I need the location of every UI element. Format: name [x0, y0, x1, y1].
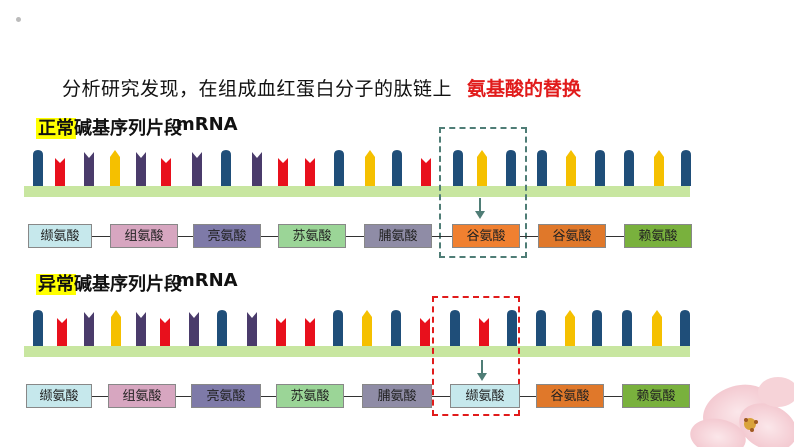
abnormal-peptide-bond [432, 396, 450, 397]
abnormal-amino-box: 亮氨酸 [191, 384, 261, 408]
abnormal-base [57, 318, 67, 346]
normal-base [278, 158, 288, 186]
normal-base [84, 152, 94, 186]
normal-peptide-bond [261, 236, 278, 237]
abnormal-peptide-bond [604, 396, 622, 397]
abnormal-amino-box: 赖氨酸 [622, 384, 690, 408]
normal-peptide-bond [606, 236, 624, 237]
normal-base [33, 150, 43, 186]
abnormal-amino-box: 脯氨酸 [362, 384, 432, 408]
intro-overlay-red: 氨基酸的替换 [467, 78, 582, 100]
normal-base [136, 152, 146, 186]
normal-base [365, 150, 375, 186]
normal-base [537, 150, 547, 186]
flower-decoration-icon [690, 377, 794, 447]
normal-base [192, 152, 202, 186]
normal-base [221, 150, 231, 186]
normal-peptide-bond [432, 236, 452, 237]
normal-base [421, 158, 431, 186]
abnormal-base [592, 310, 602, 346]
abnormal-base [362, 310, 372, 346]
normal-base [624, 150, 634, 186]
normal-label: 正常碱基序列片段 [36, 114, 182, 140]
normal-base [305, 158, 315, 186]
abnormal-base [247, 312, 257, 346]
normal-mrna-overlay: mRNA [176, 114, 238, 135]
normal-base [334, 150, 344, 186]
abnormal-highlight-box [432, 296, 520, 416]
normal-base [252, 152, 262, 186]
abnormal-peptide-bond [176, 396, 191, 397]
abnormal-base [652, 310, 662, 346]
normal-amino-box: 脯氨酸 [364, 224, 432, 248]
normal-rest: 碱基序列片段 [74, 118, 182, 139]
abnormal-base [536, 310, 546, 346]
normal-base [654, 150, 664, 186]
abnormal-down-arrow-icon [477, 360, 487, 381]
abnormal-peptide-bond [520, 396, 536, 397]
abnormal-strand-bar [24, 346, 690, 357]
normal-peptide-bond [92, 236, 110, 237]
normal-base [681, 150, 691, 186]
abnormal-amino-box: 谷氨酸 [536, 384, 604, 408]
abnormal-base [622, 310, 632, 346]
normal-amino-box: 苏氨酸 [278, 224, 346, 248]
normal-down-arrow-icon [475, 198, 485, 219]
normal-peptide-bond [178, 236, 193, 237]
abnormal-peptide-bond [261, 396, 276, 397]
abnormal-base [305, 318, 315, 346]
abnormal-base [189, 312, 199, 346]
abnormal-base [276, 318, 286, 346]
normal-base [110, 150, 120, 186]
abnormal-base [680, 310, 690, 346]
normal-highlight: 正常 [36, 118, 76, 139]
abnormal-peptide-bond [92, 396, 108, 397]
decor-dot [16, 17, 21, 22]
abnormal-base [565, 310, 575, 346]
normal-amino-box: 谷氨酸 [452, 224, 520, 248]
abnormal-amino-box: 组氨酸 [108, 384, 176, 408]
normal-base [161, 158, 171, 186]
abnormal-peptide-bond [344, 396, 362, 397]
abnormal-amino-box: 苏氨酸 [276, 384, 344, 408]
abnormal-base [111, 310, 121, 346]
abnormal-base [420, 318, 430, 346]
abnormal-base [33, 310, 43, 346]
normal-peptide-bond [346, 236, 364, 237]
abnormal-base [136, 312, 146, 346]
normal-base [595, 150, 605, 186]
abnormal-highlight: 异常 [36, 274, 76, 295]
normal-base [55, 158, 65, 186]
abnormal-label: 异常碱基序列片段 [36, 270, 182, 296]
normal-strand-bar [24, 186, 690, 197]
normal-base [392, 150, 402, 186]
abnormal-base [333, 310, 343, 346]
normal-amino-box: 组氨酸 [110, 224, 178, 248]
abnormal-base [217, 310, 227, 346]
abnormal-base [391, 310, 401, 346]
normal-highlight-box [439, 127, 527, 258]
abnormal-base [160, 318, 170, 346]
normal-base [566, 150, 576, 186]
intro-sentence: 分析研究发现，在组成血红蛋白分子的肽链上 [62, 78, 453, 100]
abnormal-amino-box: 缬氨酸 [450, 384, 520, 408]
abnormal-amino-box: 缬氨酸 [26, 384, 92, 408]
abnormal-base [84, 312, 94, 346]
normal-amino-box: 缬氨酸 [28, 224, 92, 248]
abnormal-mrna-overlay: mRNA [176, 270, 238, 291]
normal-amino-box: 亮氨酸 [193, 224, 261, 248]
normal-amino-box: 赖氨酸 [624, 224, 692, 248]
abnormal-rest: 碱基序列片段 [74, 274, 182, 295]
normal-amino-box: 谷氨酸 [538, 224, 606, 248]
normal-peptide-bond [520, 236, 538, 237]
